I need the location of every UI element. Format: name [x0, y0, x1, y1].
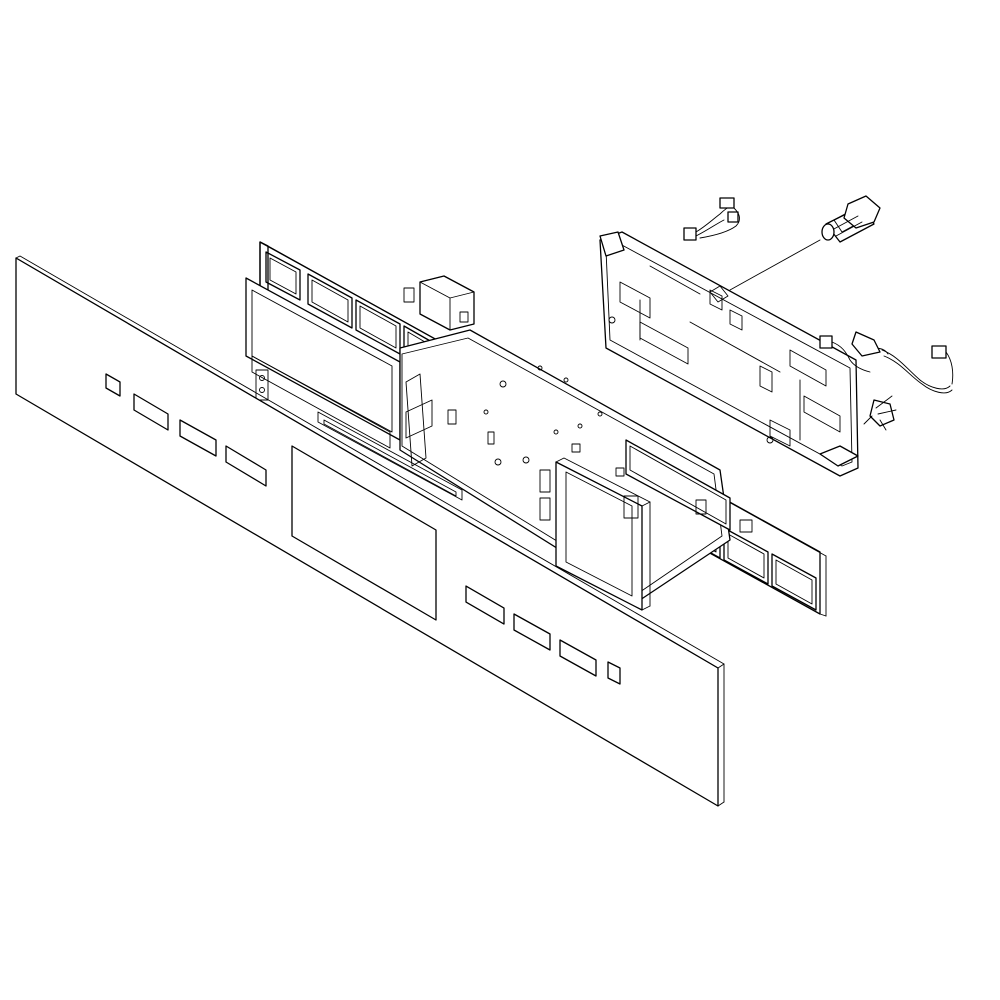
relay-component: [403, 275, 475, 331]
mounting-screw: [729, 195, 881, 291]
wire-harness-top: [683, 197, 741, 241]
relay-board-bracket: [599, 231, 859, 477]
right-key-cutouts: [465, 585, 621, 685]
display-module: [555, 457, 651, 611]
front-glass-panel: [15, 255, 725, 807]
main-control-board: [317, 275, 753, 611]
wire-harness-right: [819, 331, 954, 394]
wire-harness-lower: [863, 395, 897, 431]
left-key-cutouts: [105, 373, 267, 487]
display-window: [291, 445, 437, 621]
